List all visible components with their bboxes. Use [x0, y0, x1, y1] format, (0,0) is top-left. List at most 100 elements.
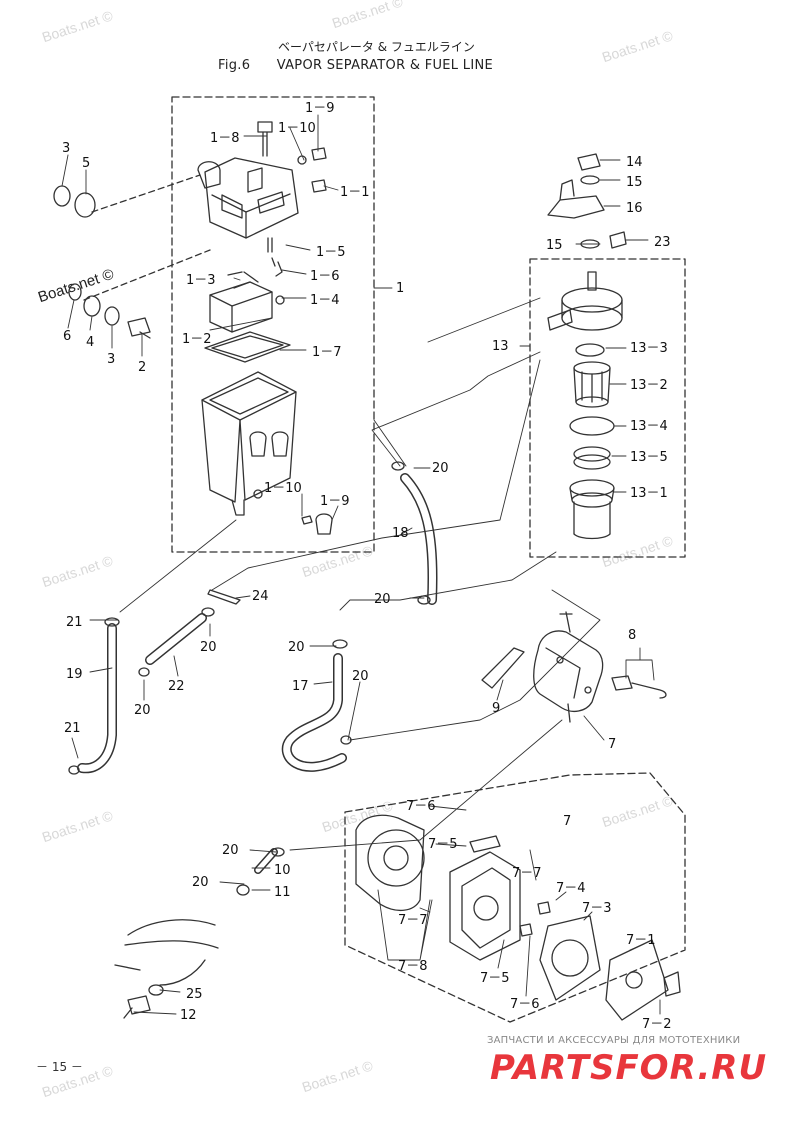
- brand-tagline: ЗАПЧАСТИ И АКСЕССУАРЫ ДЛЯ МОТОТЕХНИКИ: [487, 1035, 741, 1046]
- pump-body: [449, 851, 521, 961]
- callout: 20: [352, 669, 369, 684]
- callout: 1－10: [264, 481, 302, 496]
- callout: 5: [82, 156, 90, 171]
- callout: 3: [62, 141, 70, 156]
- callout: 20: [222, 843, 239, 858]
- callout: 20: [374, 592, 391, 607]
- gasket: [573, 454, 611, 470]
- figure-number: Fig.6: [218, 58, 251, 73]
- figure-title: Fig.6 VAPOR SEPARATOR & FUEL LINE: [218, 58, 493, 73]
- callout: 7－7: [512, 866, 542, 881]
- callout: 4: [86, 335, 94, 350]
- callout: 20: [288, 640, 305, 655]
- callout: 1－7: [312, 345, 342, 360]
- callout: 21: [66, 615, 83, 630]
- callout: 10: [274, 863, 291, 878]
- callout: 1－1: [340, 185, 370, 200]
- callout: 13－4: [630, 419, 668, 434]
- fuel-filter-group-frame: [529, 258, 686, 558]
- screw: [519, 923, 533, 937]
- needle-valve: [271, 257, 276, 267]
- diaphragm: [539, 915, 601, 1001]
- callout: 12: [180, 1008, 197, 1023]
- callout: 1: [396, 281, 404, 296]
- page-number: － 15 －: [36, 1060, 83, 1074]
- o-ring: [575, 343, 605, 357]
- vapor-separator-body: [201, 371, 297, 516]
- clip: [340, 735, 352, 745]
- callout: 15: [626, 175, 643, 190]
- callout: 9: [492, 701, 500, 716]
- callout: 7－7: [398, 913, 428, 928]
- nut: [577, 153, 601, 171]
- title-japanese: ベーパセパレータ & フュエルライン: [278, 40, 475, 54]
- fuel-pump-group-frame: [344, 772, 686, 1023]
- leader-lines: [61, 114, 661, 1015]
- filter-cup: [569, 479, 615, 540]
- callout: 8: [628, 628, 636, 643]
- clip: [275, 261, 283, 277]
- strap: [207, 589, 241, 605]
- callout: 7－8: [398, 959, 428, 974]
- nut: [236, 884, 250, 896]
- figure-title-english: VAPOR SEPARATOR & FUEL LINE: [276, 58, 494, 73]
- callout: 20: [192, 875, 209, 890]
- clip: [104, 617, 120, 627]
- grommet: [74, 192, 96, 218]
- callout: 7－6: [510, 997, 540, 1012]
- drain-screw: [315, 513, 333, 535]
- callout: 20: [200, 640, 217, 655]
- screw: [311, 147, 327, 161]
- washer: [297, 155, 307, 165]
- callout: 1－6: [310, 269, 340, 284]
- washer: [104, 306, 120, 326]
- nut: [68, 283, 82, 301]
- clip: [201, 607, 215, 617]
- pin: [267, 237, 273, 253]
- washer: [301, 515, 313, 525]
- clip: [332, 639, 348, 649]
- callout: 1－2: [182, 332, 212, 347]
- callout: 11: [274, 885, 291, 900]
- clip: [138, 667, 150, 677]
- callout: 6: [63, 329, 71, 344]
- callout: 14: [626, 155, 643, 170]
- pump-cover: [355, 814, 425, 911]
- callout: 2: [138, 360, 146, 375]
- washer: [53, 185, 71, 207]
- filter-head: [547, 271, 623, 331]
- washer: [580, 175, 600, 185]
- callout: 1－8: [210, 131, 240, 146]
- gasket: [573, 446, 611, 462]
- callout: 20: [432, 461, 449, 476]
- callout: 13－3: [630, 341, 668, 356]
- callout: 1－10: [278, 121, 316, 136]
- callout: 7: [608, 737, 616, 752]
- callout: 1－4: [310, 293, 340, 308]
- callout: 13: [492, 339, 509, 354]
- callout: 17: [292, 679, 309, 694]
- float: [209, 281, 273, 333]
- gasket: [204, 331, 291, 363]
- callout: 25: [186, 987, 203, 1002]
- o-ring: [569, 416, 615, 436]
- callout: 16: [626, 201, 643, 216]
- callout: 3: [107, 352, 115, 367]
- callout: 7－6: [406, 799, 436, 814]
- engine-fragment: [114, 919, 219, 986]
- callout: 22: [168, 679, 185, 694]
- callout: 1－3: [186, 273, 216, 288]
- bolt: [257, 121, 273, 157]
- brand-logo[interactable]: PARTSFOR.RU: [490, 1048, 768, 1088]
- screw: [469, 835, 501, 853]
- screw: [311, 179, 327, 193]
- float-pin: [227, 271, 259, 283]
- callout: 7－5: [480, 971, 510, 986]
- gasket: [481, 647, 525, 689]
- washer: [537, 901, 551, 915]
- filter-element: [573, 361, 611, 408]
- callout: 7－2: [642, 1017, 672, 1032]
- bolt: [611, 675, 667, 699]
